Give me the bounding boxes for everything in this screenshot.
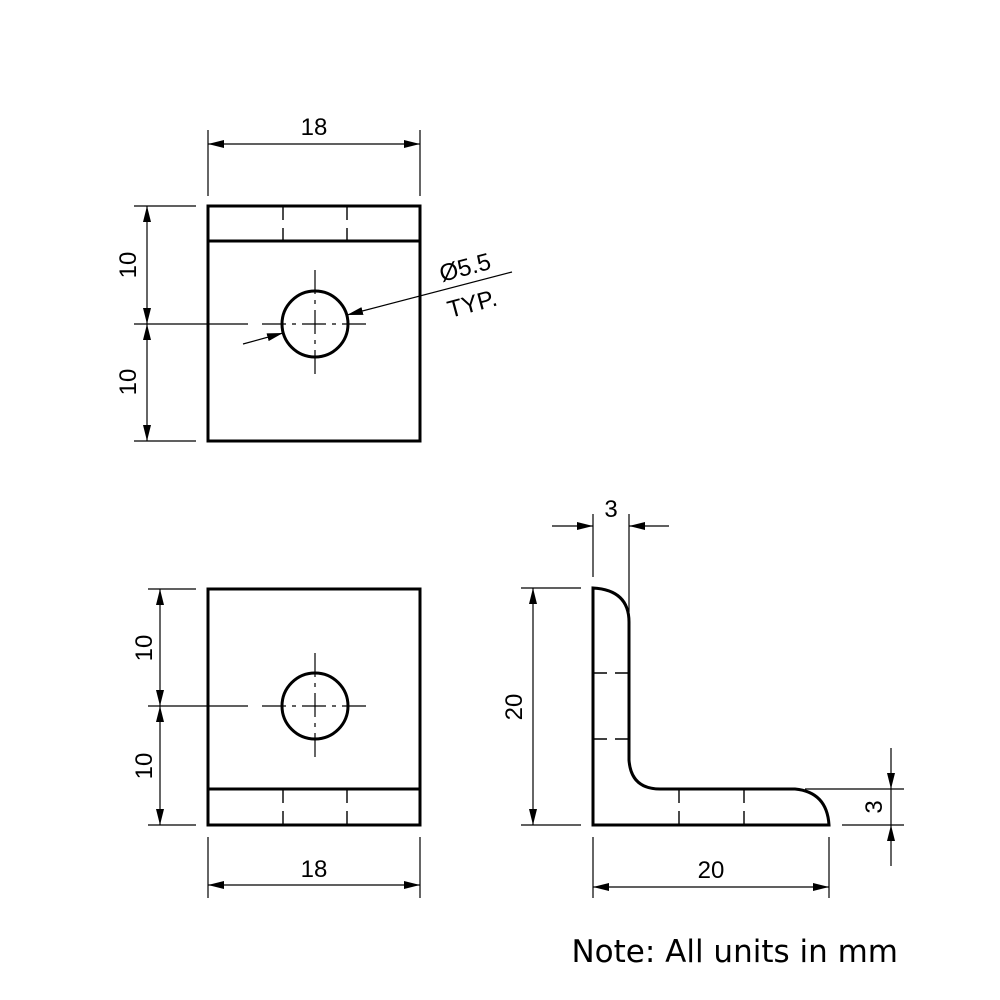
height-dimension-upper: 10 (131, 635, 158, 662)
front-view: 10 10 18 (131, 587, 422, 898)
height-dimension-lower: 10 (115, 369, 142, 396)
angle-profile (591, 586, 831, 827)
thickness-dimension-right: 3 (861, 800, 888, 813)
hole-leader (346, 271, 513, 316)
width-dimension: 20 (698, 857, 725, 884)
hole-diameter-label: Ø5.5 (437, 248, 494, 288)
side-view: 3 20 20 3 (501, 496, 904, 898)
height-dimension-upper: 10 (115, 252, 142, 279)
width-dimension: 18 (301, 856, 328, 883)
hole-typical-label: TYP. (445, 285, 501, 324)
front-view-outline (206, 587, 422, 827)
top-view: 18 10 10 Ø5.5 TYP. (115, 114, 513, 443)
units-note: Note: All units in mm (571, 934, 898, 970)
height-dimension: 20 (501, 694, 528, 721)
thickness-dimension-top: 3 (604, 496, 617, 523)
height-dimension-lower: 10 (131, 753, 158, 780)
width-dimension: 18 (301, 114, 328, 141)
